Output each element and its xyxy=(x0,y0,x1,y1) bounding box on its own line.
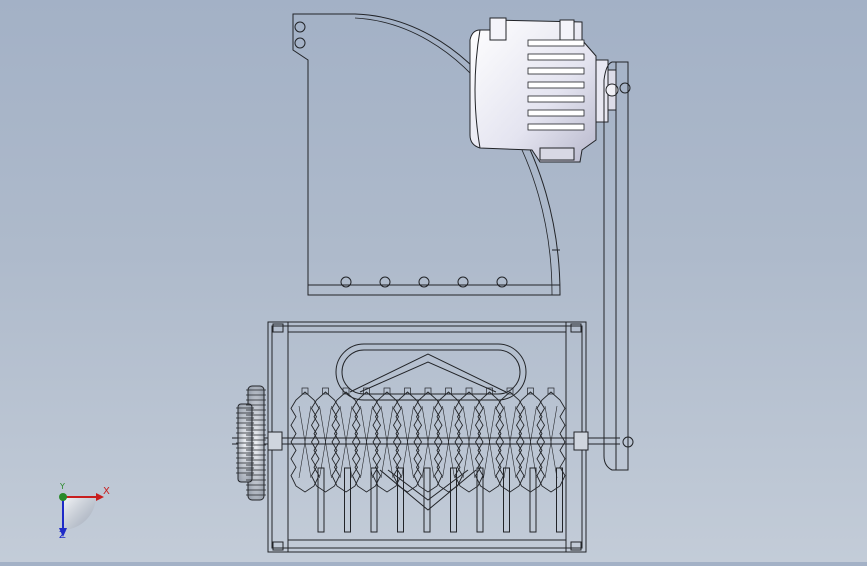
cooling-fin xyxy=(527,53,585,61)
cutter-disc xyxy=(413,387,443,493)
triad-y-label: Y xyxy=(60,482,65,491)
plate-hole-lower xyxy=(294,37,306,49)
discharge-slot xyxy=(529,467,537,533)
discharge-slot xyxy=(370,467,378,533)
x-arrowhead xyxy=(96,493,104,501)
discharge-slot xyxy=(423,467,431,533)
cutter-roller xyxy=(290,387,566,493)
motor-cooling-fins xyxy=(527,39,585,131)
cutter-disc xyxy=(474,387,505,493)
cutter-disc xyxy=(515,387,546,493)
cutter-disc xyxy=(536,387,566,493)
cooling-fin xyxy=(527,123,585,131)
drive-belt-arm xyxy=(603,61,634,471)
cutter-disc xyxy=(433,387,464,493)
triad-z-label: Z xyxy=(59,530,66,541)
cooling-fin xyxy=(527,67,585,75)
cutter-disc xyxy=(392,387,423,493)
z-arrowhead xyxy=(59,528,67,537)
discharge-slot xyxy=(503,467,510,533)
bolt-hole xyxy=(496,276,508,288)
coordinate-triad xyxy=(59,493,104,537)
y-axis-dot xyxy=(59,493,67,501)
discharge-slot xyxy=(556,467,563,533)
cutter-disc xyxy=(454,387,484,493)
discharge-slots xyxy=(317,467,563,533)
triad-x-label: X xyxy=(103,486,110,497)
plate-bolt-holes xyxy=(340,276,508,288)
cutter-disc xyxy=(331,387,361,493)
motor xyxy=(469,17,619,163)
drive-gear xyxy=(236,385,266,501)
discharge-slot xyxy=(397,467,404,533)
cooling-fin xyxy=(527,81,585,89)
cutter-disc xyxy=(495,387,525,493)
bolt-hole xyxy=(379,276,391,288)
cooling-fin xyxy=(527,109,585,117)
discharge-slot xyxy=(450,467,457,533)
bolt-hole xyxy=(418,276,430,288)
bolt-hole xyxy=(340,276,352,288)
bolt-hole xyxy=(457,276,469,288)
main-shaft xyxy=(232,431,620,451)
discharge-slot xyxy=(317,467,325,533)
discharge-slot xyxy=(344,467,351,533)
cutter-disc xyxy=(310,387,341,493)
cooling-fin xyxy=(527,39,585,47)
cooling-fin xyxy=(527,95,585,103)
cutter-disc xyxy=(290,387,320,493)
plate-hole-upper xyxy=(294,21,306,33)
cutter-disc xyxy=(372,387,402,493)
cutter-disc xyxy=(351,387,382,493)
